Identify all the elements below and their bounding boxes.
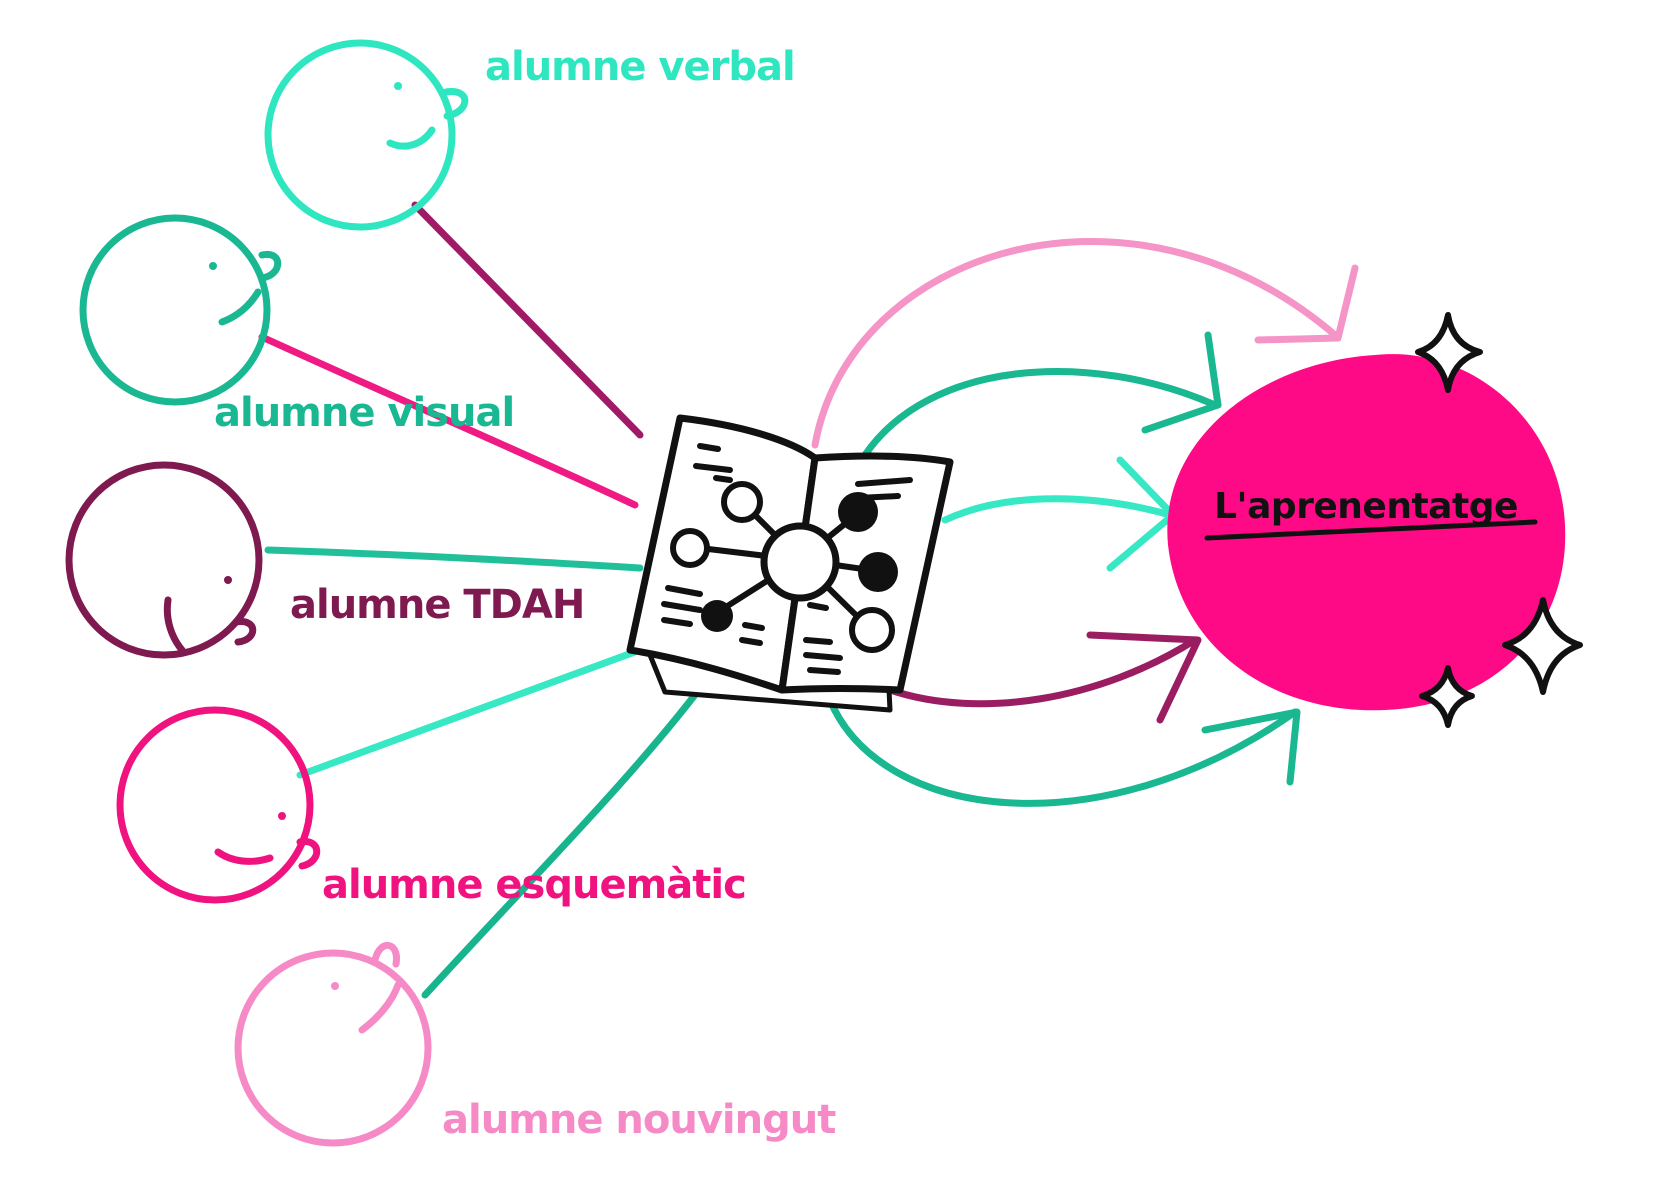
arrow-pink-head: [1254, 264, 1359, 344]
student-esquematic-head: [116, 706, 321, 904]
connector-verbal: [411, 201, 644, 439]
arrow-teal-1: [861, 368, 1219, 459]
arrow-mint: [941, 495, 1174, 524]
label-tdah: alumne TDAH: [290, 582, 584, 628]
learning-target: L'aprenentatge: [1167, 354, 1566, 711]
arrow-plum: [886, 636, 1199, 708]
learning-underline: [1204, 519, 1538, 541]
student-visual-head: [79, 214, 282, 406]
sparkle-icon-top: [1415, 312, 1483, 393]
label-visual: alumne visual: [214, 390, 514, 436]
connector-nouvingut: [421, 671, 714, 999]
arrow-teal-1-head: [1141, 331, 1222, 434]
student-tdah-head: [65, 461, 263, 659]
connector-visual: [258, 333, 639, 509]
mind-map-book-icon: [626, 414, 954, 713]
label-verbal: alumne verbal: [485, 44, 795, 90]
sparkle-icon-bottom: [1419, 665, 1475, 728]
label-esquematic: alumne esquemàtic: [322, 862, 746, 908]
student-nouvingut-head: [234, 941, 432, 1147]
arrow-teal-2-head: [1201, 708, 1301, 786]
arrow-teal-2: [826, 696, 1299, 807]
arrow-pink: [811, 238, 1339, 449]
arrow-plum-head: [1086, 631, 1202, 724]
connector-tdah: [264, 546, 644, 572]
learning-label: L'aprenentatge: [1214, 486, 1518, 527]
student-verbal-head: [264, 39, 469, 231]
connector-esquematic: [296, 646, 644, 779]
label-nouvingut: alumne nouvingut: [442, 1097, 836, 1143]
sparkle-icon-right: [1502, 597, 1583, 695]
